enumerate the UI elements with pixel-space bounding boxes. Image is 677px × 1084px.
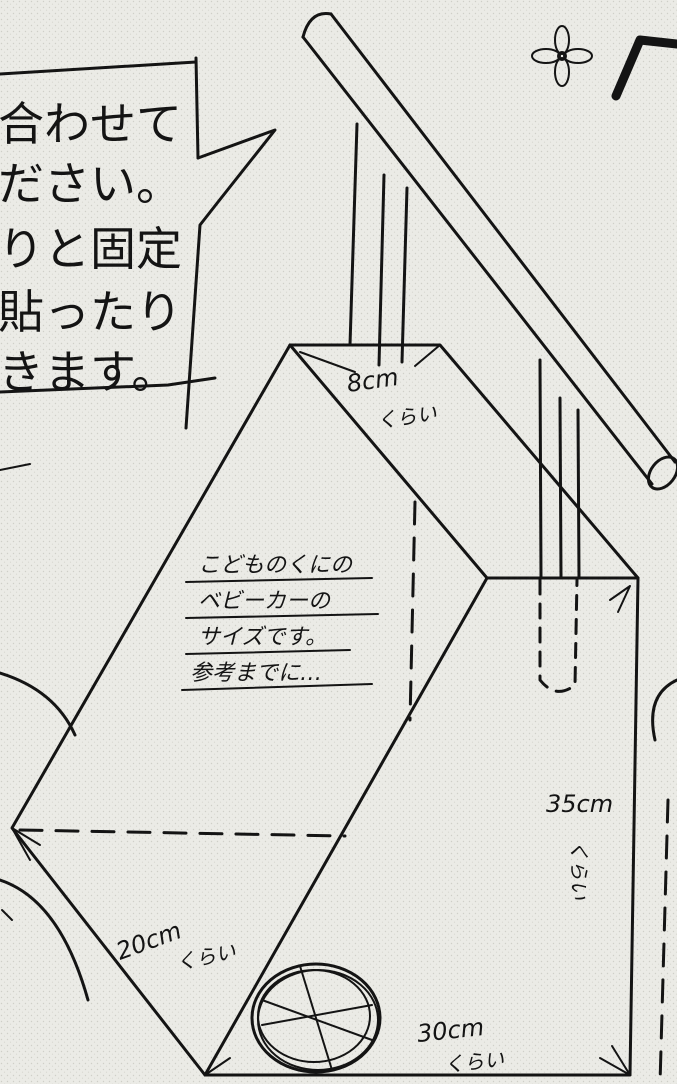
stroller-label-line-4: 参考までに… [190,661,322,686]
side-note-line-1: 合わせて [0,97,182,151]
right-circle-arc [651,678,677,742]
handle-bar [301,11,677,491]
side-note-line-5: きます。 [0,345,177,399]
stroller-body [10,343,640,1077]
left-circle-arc-bottom [0,878,90,1002]
left-circle-arc-top [0,671,77,737]
flower-icon [531,25,593,87]
label-underline-3 [185,649,351,655]
stroller-label-line-2: ベビーカーの [198,589,332,614]
height-unit: くらい [567,840,591,900]
dimension-height: 35cm くらい [546,790,613,900]
right-dashed-edge [658,798,670,1084]
height-value: 35cm [546,790,613,818]
speech-box [0,56,277,471]
label-underline-2 [185,613,379,619]
side-note-line-3: りと固定 [0,222,182,276]
left-tick [1,909,13,921]
dimension-length: 30cm くらい [416,1013,505,1077]
stroller-label-line-3: サイズです。 [198,625,327,650]
side-note-line-2: ださい。 [0,157,182,211]
side-note: 合わせて ださい。 りと固定 貼ったり きます。 [0,97,182,399]
label-underline-1 [185,577,373,583]
stroller-label: こどものくにの ベビーカーの サイズです。 参考までに… [181,553,379,691]
wheel-icon [250,962,382,1074]
partial-glyph [611,35,677,101]
label-underline-4 [181,683,373,691]
hidden-post [538,578,579,693]
stroller-label-line-1: こどものくにの [198,553,354,578]
length-value: 30cm [416,1013,486,1048]
side-note-line-4: 貼ったり [0,285,182,339]
